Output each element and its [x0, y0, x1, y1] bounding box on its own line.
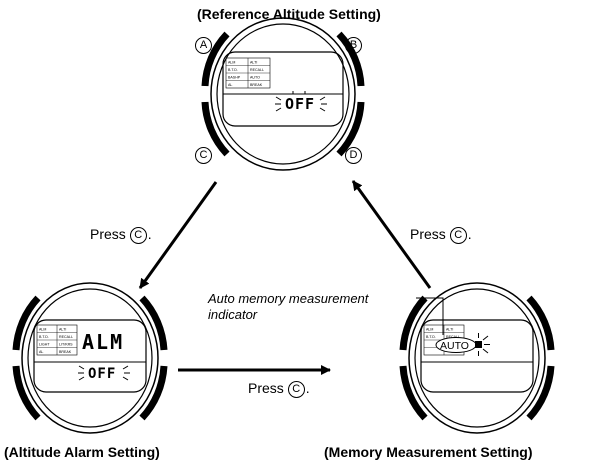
alm-digits: ALM: [82, 330, 124, 354]
label-auto: AUTO: [250, 76, 260, 80]
label-light: LIGHT: [39, 343, 50, 347]
label-alti: ALTI: [250, 61, 257, 65]
watch-memory: ALM ALTI B.T.D. RECALL AUTO: [399, 282, 555, 434]
press-c-label-bottom: Press C.: [248, 380, 310, 398]
indicator-note: Auto memory measurement indicator: [208, 291, 368, 323]
watch-alarm: ALM ALTI B.T.D. RECALL LIGHT LIT/KRS AL …: [12, 282, 168, 434]
press-c-label-left: Press C.: [90, 226, 152, 244]
flash-marks-icon: [78, 365, 130, 381]
label-recall: RECALL: [59, 335, 73, 339]
label-alti: ALTI: [59, 328, 66, 332]
button-c-label: C: [195, 147, 213, 165]
auto-label: AUTO: [440, 340, 469, 352]
label-btd: B.T.D.: [39, 335, 49, 339]
title-reference-altitude: (Reference Altitude Setting): [197, 6, 381, 22]
label-al: AL: [228, 83, 232, 87]
label-recall: RECALL: [250, 68, 264, 72]
label-bashp: BASHP: [228, 76, 241, 80]
label-alm: ALM: [39, 328, 46, 332]
off-digits: OFF: [285, 95, 315, 113]
auto-memory-indicator-icon: [475, 341, 482, 348]
label-recall: RECALL: [446, 335, 460, 339]
watch-reference: ALM ALTI B.T.D. RECALL BASHP AUTO AL BRE…: [201, 17, 365, 171]
label-break: BREAK: [59, 350, 72, 354]
label-alti: ALTI: [446, 328, 453, 332]
label-break: BREAK: [250, 83, 263, 87]
indicator-note-line2: indicator: [208, 307, 258, 322]
label-alm: ALM: [228, 61, 235, 65]
label-btd: B.T.D.: [228, 68, 238, 72]
indicator-note-line1: Auto memory measurement: [208, 291, 369, 306]
indicator-leader-line: [416, 297, 444, 335]
title-altitude-alarm: (Altitude Alarm Setting): [4, 444, 160, 460]
off-digits: OFF: [88, 366, 116, 382]
press-c-label-right: Press C.: [410, 226, 472, 244]
button-a-label: A: [195, 37, 213, 55]
mode-label-grid: ALM ALTI B.T.D. RECALL BASHP AUTO AL BRE…: [225, 57, 271, 89]
label-al: AL: [39, 350, 43, 354]
arrow-memory-to-reference: [351, 180, 432, 289]
mode-label-grid: ALM ALTI B.T.D. RECALL LIGHT LIT/KRS AL …: [36, 324, 78, 356]
label-btd: B.T.D.: [426, 335, 436, 339]
button-b-label: B: [345, 37, 363, 55]
label-alm: ALM: [426, 328, 433, 332]
flash-marks-icon: [275, 91, 327, 112]
title-memory-measurement: (Memory Measurement Setting): [324, 444, 533, 460]
label-litkrs: LIT/KRS: [59, 343, 73, 347]
flash-marks-icon: [478, 333, 490, 356]
button-d-label: D: [345, 147, 363, 165]
arrow-reference-to-alarm: [138, 181, 218, 289]
